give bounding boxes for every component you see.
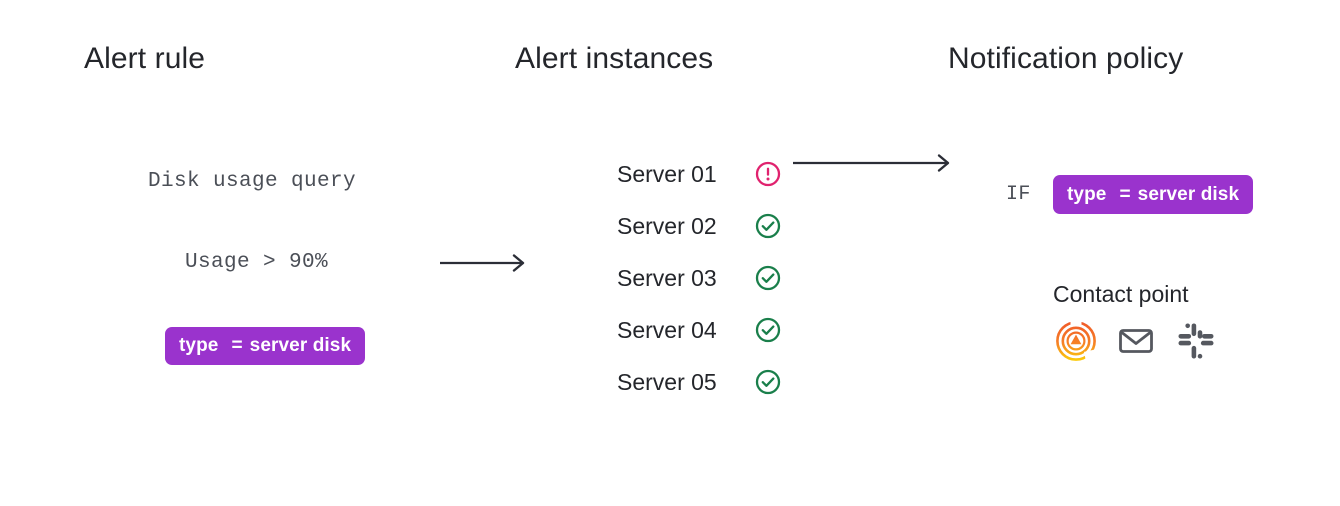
check-circle-icon <box>755 317 781 343</box>
alert-instance-row: Server 03 <box>617 252 781 304</box>
alert-rule-condition-text: Usage > 90% <box>185 251 329 274</box>
alert-instance-name: Server 05 <box>617 368 717 395</box>
contact-point-title: Contact point <box>1053 281 1189 307</box>
alert-rule-query-text: Disk usage query <box>148 170 357 193</box>
label-operator: = <box>231 335 243 356</box>
alert-rule-label-badge: type = server disk <box>165 327 366 365</box>
alert-instance-name: Server 02 <box>617 212 717 239</box>
arrow-rule-to-instances-icon <box>439 250 532 281</box>
alert-instance-row: Server 01 <box>617 148 781 200</box>
column-title-alert-rule: Alert rule <box>84 42 206 75</box>
column-title-alert-instances: Alert instances <box>515 42 714 75</box>
check-circle-icon <box>755 213 781 239</box>
notification-policy-if-keyword: IF <box>1006 183 1031 206</box>
alert-instance-row: Server 05 <box>617 356 781 408</box>
column-title-notification-policy: Notification policy <box>948 42 1184 75</box>
alert-instance-row: Server 04 <box>617 304 781 356</box>
label-key: type <box>1067 183 1107 205</box>
exclamation-circle-icon <box>755 161 781 187</box>
envelope-icon <box>1113 318 1159 364</box>
notification-policy-matcher-badge: type = server disk <box>1053 175 1254 214</box>
label-key: type <box>179 335 219 356</box>
alert-instances-list: Server 01 Server 02 Server 03 Se <box>617 148 781 408</box>
label-value: server disk <box>1137 183 1240 205</box>
alert-instance-name: Server 03 <box>617 264 717 291</box>
slack-logo-icon <box>1173 318 1219 364</box>
label-operator: = <box>1119 183 1131 205</box>
contact-point-integrations <box>1053 318 1219 364</box>
check-circle-icon <box>755 265 781 291</box>
label-value: server disk <box>249 335 352 356</box>
grafana-logo-icon <box>1053 318 1099 364</box>
check-circle-icon <box>755 369 781 395</box>
arrow-instance-to-policy-icon <box>792 146 958 183</box>
alert-instance-name: Server 04 <box>617 316 717 343</box>
alert-instance-name: Server 01 <box>617 160 717 187</box>
alert-instance-row: Server 02 <box>617 200 781 252</box>
